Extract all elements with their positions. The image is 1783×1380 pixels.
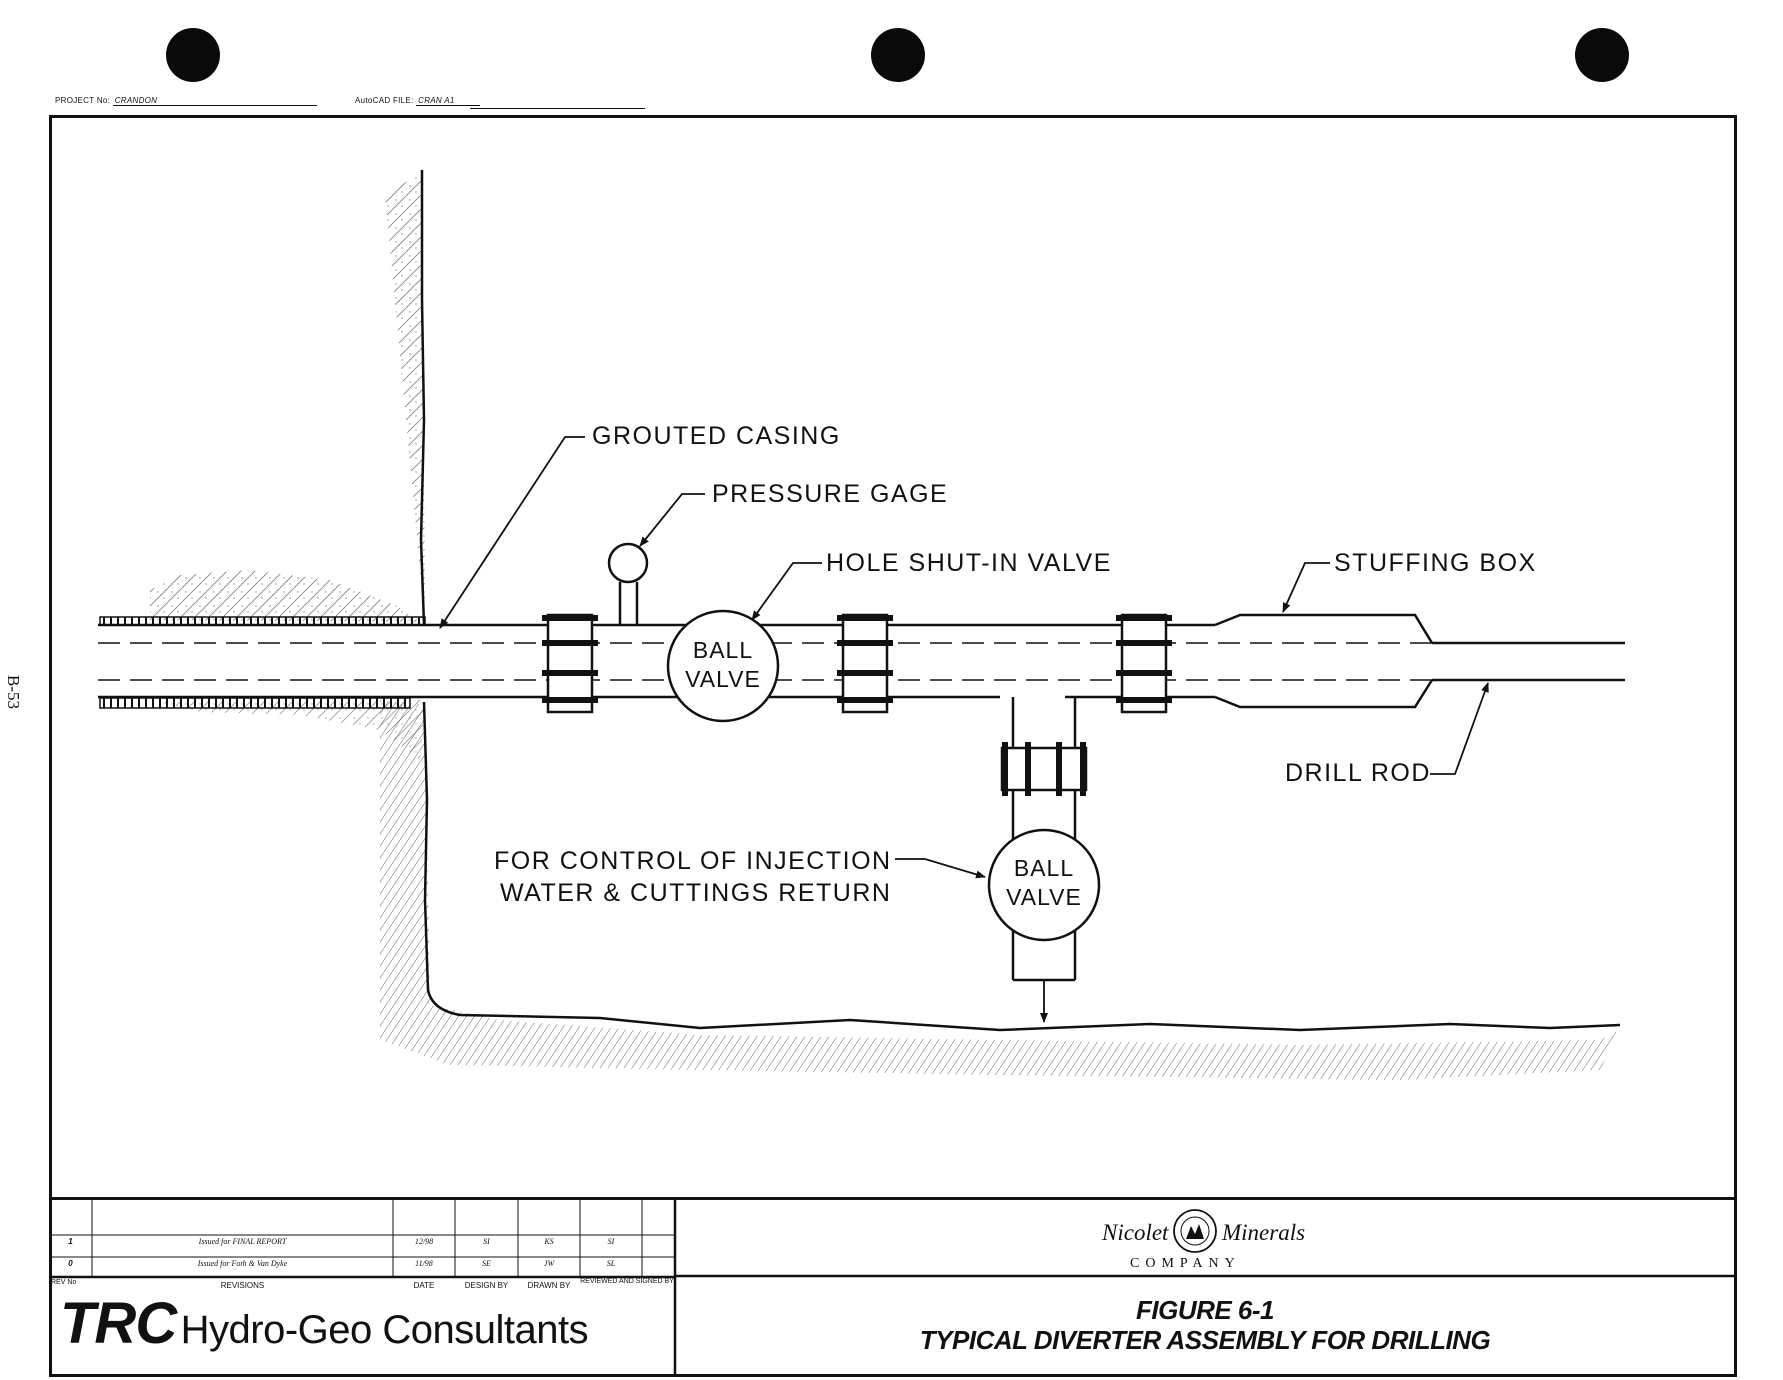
figure-title: TYPICAL DIVERTER ASSEMBLY FOR DRILLING (919, 1325, 1491, 1355)
autocad-file: AutoCAD FILE: CRAN A1 (355, 96, 481, 106)
leader-stuffing-box (1282, 562, 1330, 613)
ball-valve-branch-line2: VALVE (1006, 884, 1082, 910)
header-date: DATE (413, 1281, 435, 1290)
title-block (49, 1197, 1737, 1377)
ground-surface-lower (422, 701, 1621, 1032)
client-company: COMPANY (1130, 1256, 1241, 1271)
header-revisions: REVISIONS (220, 1281, 265, 1290)
punch-hole-right (1575, 28, 1629, 82)
header-design-by: DESIGN BY (464, 1281, 509, 1290)
ball-valve-main (666, 609, 780, 723)
revision-desc-0: Issued for Foth & Van Dyke (197, 1259, 288, 1268)
leader-drill-rod (1430, 682, 1489, 775)
revision-design-1: SI (483, 1237, 490, 1246)
label-stuffing-box: STUFFING BOX (1334, 549, 1537, 577)
revision-date-1: 12/98 (414, 1237, 434, 1246)
autocad-value: CRAN A1 (418, 96, 455, 105)
coupling-1 (542, 613, 598, 714)
ball-valve-branch-label: BALL VALVE (999, 854, 1089, 912)
figure-number: FIGURE 6-1 (1135, 1295, 1275, 1325)
revision-drawn-0: JW (543, 1259, 555, 1268)
punch-hole-center (871, 28, 925, 82)
client-seal-icon (1173, 1209, 1217, 1253)
revision-drawn-1: KS (544, 1237, 554, 1246)
label-control-line2: WATER & CUTTINGS RETURN (500, 879, 892, 907)
revision-date-0: 11/98 (415, 1259, 433, 1268)
leader-pressure-gage (639, 493, 705, 547)
header-drawn-by: DRAWN BY (527, 1281, 571, 1290)
trc-name: Hydro-Geo Consultants (180, 1308, 589, 1352)
ball-valve-branch-line1: BALL (1013, 855, 1075, 881)
autocad-label: AutoCAD FILE: (355, 96, 414, 105)
ball-valve-main-line2: VALVE (685, 666, 761, 692)
header-reviewed: REVIEWED AND SIGNED BY (580, 1278, 674, 1285)
label-hole-shut-in-valve: HOLE SHUT-IN VALVE (826, 549, 1112, 577)
trc-mark: TRC (60, 1291, 177, 1356)
project-number: PROJECT No: CRANDON (55, 96, 317, 106)
coupling-3 (1116, 613, 1172, 714)
trc-logo: TRC Hydro-Geo Consultants (60, 1290, 589, 1357)
label-control-line1: FOR CONTROL OF INJECTION (494, 847, 892, 875)
ground-surface-upper (419, 170, 426, 626)
coupling-branch (1000, 742, 1088, 796)
leader-grouted-casing (439, 436, 585, 629)
project-label: PROJECT No: (55, 96, 111, 105)
revision-reviewed-1: SI (607, 1237, 615, 1246)
project-value: CRANDON (114, 96, 158, 105)
leader-control (895, 858, 986, 879)
revision-desc-1: Issued for FINAL REPORT (198, 1237, 287, 1246)
pressure-gage (607, 542, 649, 625)
header-rev-no: REV No (51, 1279, 77, 1286)
ball-valve-branch (987, 828, 1101, 942)
label-grouted-casing: GROUTED CASING (592, 422, 841, 450)
leader-hole-shut-in (751, 562, 822, 621)
revision-design-0: SE (482, 1259, 491, 1268)
rev-cell-1: 1 (68, 1237, 73, 1246)
rev-cell-0: 0 (68, 1259, 73, 1268)
drill-rod (1432, 641, 1625, 682)
coupling-2 (837, 613, 893, 714)
label-drill-rod: DRILL ROD (1285, 759, 1431, 787)
client-name-left: Nicolet (1102, 1220, 1169, 1245)
ball-valve-main-label: BALL VALVE (678, 636, 768, 694)
revision-reviewed-0: SL (606, 1259, 616, 1268)
header-underline (470, 108, 645, 109)
drawing-frame (49, 115, 1737, 1377)
ground-hatching (150, 172, 1620, 1080)
label-pressure-gage: PRESSURE GAGE (712, 480, 949, 508)
client-name-right: Minerals (1222, 1220, 1306, 1245)
stuffing-box (1214, 613, 1434, 709)
punch-hole-left (166, 28, 220, 82)
ball-valve-main-line1: BALL (692, 637, 754, 663)
